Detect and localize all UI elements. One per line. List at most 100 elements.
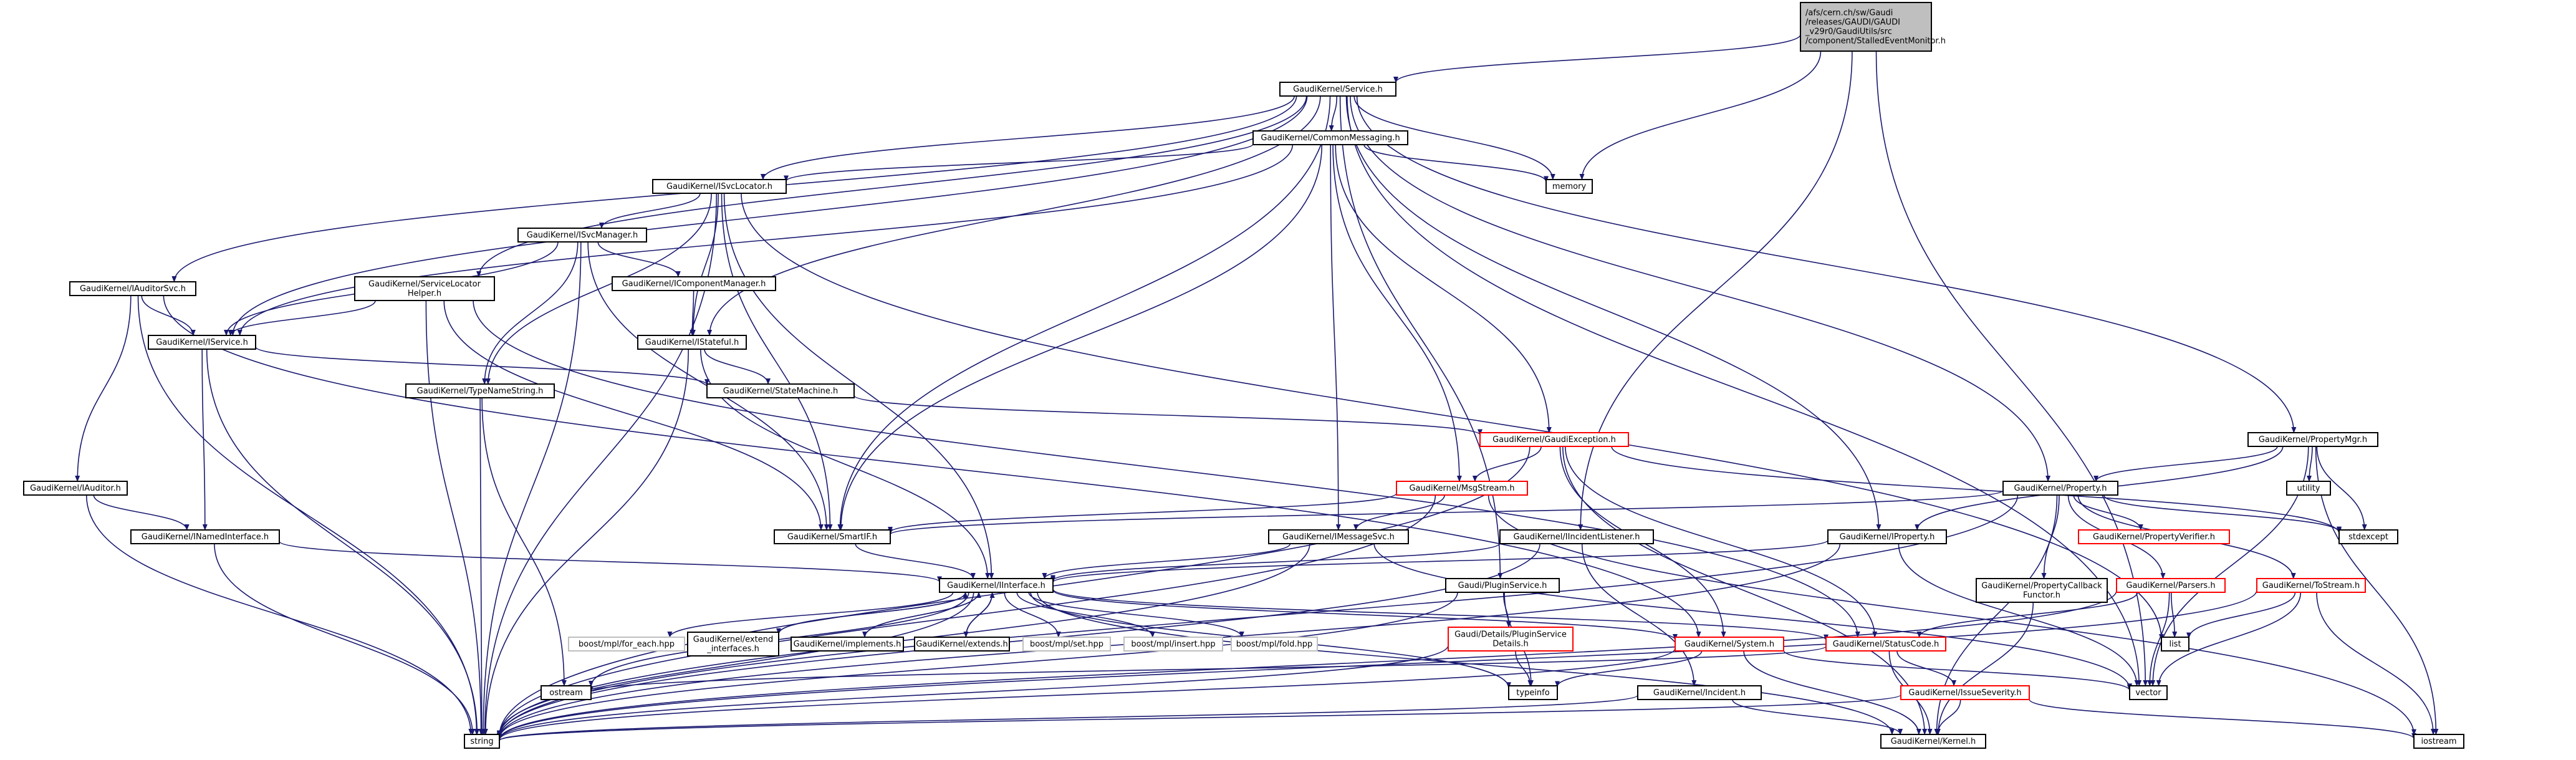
node-iservice[interactable]: GaudiKernel/IService.h (148, 335, 256, 350)
node-iauditor[interactable]: GaudiKernel/IAuditor.h (23, 481, 128, 496)
edge-gaudiexc-to-kernel (1562, 446, 1928, 735)
node-commonmsg[interactable]: GaudiKernel/CommonMessaging.h (1252, 130, 1408, 145)
node-box-mplfold (1231, 637, 1318, 652)
edge-imessagesvc-to-iinterface (1042, 543, 1291, 579)
node-label-stdexcept-0: stdexcept (2348, 532, 2388, 542)
node-system[interactable]: GaudiKernel/System.h (1675, 637, 1784, 652)
node-label-propcallback-0: GaudiKernel/PropertyCallback (1981, 582, 2102, 591)
node-typeinfo[interactable]: typeinfo (1508, 685, 1558, 700)
edge-iproperty-to-iinterface (1050, 539, 1829, 583)
node-stdexcept[interactable]: stdexcept (2338, 529, 2398, 544)
node-label-pluginsvcdetails-1: Details.h (1492, 640, 1528, 649)
node-box-property (2002, 481, 2118, 496)
edge-iinterface-to-mplforeach (667, 592, 954, 638)
node-utility[interactable]: utility (2286, 481, 2331, 496)
node-box-root (1800, 2, 1932, 52)
node-gaudiexc[interactable]: GaudiKernel/GaudiException.h (1479, 432, 1629, 447)
node-layer: /afs/cern.ch/sw/Gaudi/releases/GAUDI/GAU… (23, 2, 2464, 749)
node-box-commonmsg (1252, 130, 1408, 145)
node-parsers[interactable]: GaudiKernel/Parsers.h (2116, 578, 2226, 593)
node-service[interactable]: GaudiKernel/Service.h (1279, 82, 1396, 97)
node-issueseverity[interactable]: GaudiKernel/IssueSeverity.h (1900, 685, 2030, 700)
node-pluginsvc[interactable]: Gaudi/PluginService.h (1445, 578, 1560, 593)
node-tostream[interactable]: GaudiKernel/ToStream.h (2256, 578, 2366, 593)
node-imessagesvc[interactable]: GaudiKernel/IMessageSvc.h (1268, 529, 1409, 544)
node-propverifier[interactable]: GaudiKernel/PropertyVerifier.h (2078, 529, 2230, 544)
edge-commonmsg-to-gaudiexc (1335, 144, 1552, 433)
node-label-iextendif-0: GaudiKernel/extend (693, 635, 773, 645)
node-kernel[interactable]: GaudiKernel/Kernel.h (1880, 734, 1986, 749)
edge-isvcmanager-to-typenamestr (482, 241, 579, 385)
node-box-isvcmanager (517, 228, 647, 243)
edge-extends-to-iinterface (965, 592, 995, 638)
node-property[interactable]: GaudiKernel/Property.h (2002, 481, 2118, 496)
node-box-iservice (148, 335, 256, 350)
node-msgstream[interactable]: GaudiKernel/MsgStream.h (1396, 481, 1528, 496)
edge-service-to-commonmsg (1329, 95, 1338, 132)
node-list[interactable]: list (2161, 637, 2189, 652)
node-vector[interactable]: vector (2129, 685, 2168, 700)
node-label-isvclocator-0: GaudiKernel/ISvcLocator.h (666, 182, 772, 191)
node-root: /afs/cern.ch/sw/Gaudi/releases/GAUDI/GAU… (1800, 2, 1946, 52)
node-statuscode[interactable]: GaudiKernel/StatusCode.h (1825, 637, 1946, 652)
node-icompmgr[interactable]: GaudiKernel/IComponentManager.h (612, 276, 776, 291)
node-box-memory (1545, 179, 1593, 194)
edge-istateful-to-statemachine (704, 349, 771, 385)
node-label-iauditorsvc-0: GaudiKernel/IAuditorSvc.h (80, 284, 186, 294)
node-label-service-0: GaudiKernel/Service.h (1293, 85, 1383, 94)
node-isvcmanager[interactable]: GaudiKernel/ISvcManager.h (517, 228, 647, 243)
node-incident[interactable]: GaudiKernel/Incident.h (1637, 685, 1762, 700)
node-statemachine[interactable]: GaudiKernel/StateMachine.h (706, 383, 855, 398)
edge-iservice-to-statemachine (255, 346, 709, 386)
edge-isvclocator-to-iinterface (723, 193, 994, 579)
node-box-utility (2286, 481, 2331, 496)
node-label-smartif-0: GaudiKernel/SmartIF.h (787, 532, 877, 542)
node-label-mplinsert-0: boost/mpl/insert.hpp (1131, 640, 1215, 649)
edge-property-to-string (497, 494, 2019, 739)
edge-isvclocator-to-smartif (721, 193, 833, 531)
node-iauditorsvc[interactable]: GaudiKernel/IAuditorSvc.h (69, 281, 196, 296)
node-ostream[interactable]: ostream (541, 685, 592, 700)
node-isvclocator[interactable]: GaudiKernel/ISvcLocator.h (652, 179, 787, 194)
edge-pluginsvcdetails-to-string (497, 645, 1449, 741)
node-label-typeinfo-0: typeinfo (1516, 688, 1549, 698)
node-memory[interactable]: memory (1545, 179, 1593, 194)
node-implements[interactable]: GaudiKernel/implements.h (791, 637, 904, 652)
node-box-iauditorsvc (69, 281, 196, 296)
node-label-parsers-0: GaudiKernel/Parsers.h (2126, 581, 2215, 590)
edge-tostream-to-list (2186, 592, 2296, 639)
node-label-root-2: _v29r0/GaudiUtils/src (1805, 27, 1892, 37)
node-box-iauditor (23, 481, 128, 496)
node-iextendif[interactable]: GaudiKernel/extend_interfaces.h (687, 632, 779, 657)
node-propmgr[interactable]: GaudiKernel/PropertyMgr.h (2247, 432, 2378, 447)
node-typenamestr[interactable]: GaudiKernel/TypeNameString.h (405, 383, 555, 398)
node-iinterface[interactable]: GaudiKernel/IInterface.h (939, 578, 1054, 593)
edge-svclochelper-to-string (425, 300, 484, 735)
node-label-statemachine-0: GaudiKernel/StateMachine.h (723, 387, 839, 396)
node-label-svclochelper-1: Helper.h (408, 289, 441, 299)
node-label-istateful-0: GaudiKernel/IStateful.h (645, 338, 739, 347)
edge-icompmgr-to-istateful (690, 290, 695, 336)
node-extends[interactable]: GaudiKernel/extends.h (914, 637, 1010, 652)
node-label-kernel-0: GaudiKernel/Kernel.h (1891, 737, 1976, 746)
node-box-propcallback (1976, 578, 2108, 603)
node-inamedif[interactable]: GaudiKernel/INamedInterface.h (130, 529, 280, 544)
node-box-kernel (1880, 734, 1986, 749)
node-label-iincident-0: GaudiKernel/IIncidentListener.h (1513, 532, 1640, 542)
node-smartif[interactable]: GaudiKernel/SmartIF.h (774, 529, 891, 544)
node-iincident[interactable]: GaudiKernel/IIncidentListener.h (1499, 529, 1654, 544)
node-istateful[interactable]: GaudiKernel/IStateful.h (637, 335, 747, 350)
edge-iauditor-to-inamedif (93, 494, 190, 531)
edge-service-to-vector (1347, 95, 2142, 686)
node-iproperty[interactable]: GaudiKernel/IProperty.h (1827, 529, 1947, 544)
node-label-svclochelper-0: GaudiKernel/ServiceLocator (368, 280, 481, 289)
edge-pluginsvcdetails-to-typeinfo (1515, 650, 1533, 686)
node-box-inamedif (130, 529, 280, 544)
node-string[interactable]: string (464, 734, 500, 749)
node-box-implements (791, 637, 904, 652)
node-iostream[interactable]: iostream (2413, 734, 2464, 749)
